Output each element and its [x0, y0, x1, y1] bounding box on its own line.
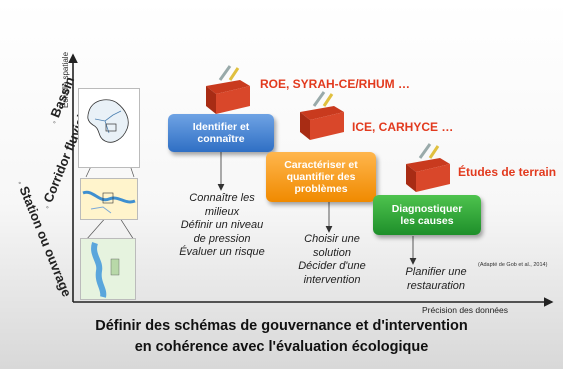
tool-label-2: ICE, CARHYCE …	[352, 120, 454, 134]
detail-line: solution	[313, 246, 351, 259]
details-characterize: Choisir une solution Décider d'une inter…	[282, 233, 382, 287]
corridor-map-image	[82, 190, 136, 214]
x-axis-label: Précision des données	[422, 305, 509, 315]
station-map-image	[91, 242, 120, 298]
tool-label-3: Études de terrain	[458, 165, 557, 179]
detail-line: Décider d'une	[298, 260, 366, 272]
step-label: Diagnostiquer les causes	[391, 203, 463, 227]
detail-line: de pression	[193, 232, 251, 245]
step-diagnose: Diagnostiquer les causes	[373, 195, 481, 235]
detail-line: restauration	[406, 279, 466, 292]
footer-line-1: Définir des schémas de gouvernance et d'…	[95, 318, 468, 334]
detail-line: milieux	[204, 205, 240, 218]
detail-line: intervention	[303, 273, 361, 286]
basin-map	[78, 88, 140, 168]
step-label: Identifier et connaître	[192, 121, 250, 145]
step-label: Caractériser et quantifier des problèmes	[284, 159, 358, 195]
tool-label-1: ROE, SYRAH-CE/RHUM …	[260, 77, 411, 91]
detail-line: Choisir une	[304, 233, 360, 245]
footer-line-2: en cohérence avec l'évaluation écologiqu…	[134, 339, 429, 355]
detail-line: Définir un niveau	[180, 219, 264, 231]
detail-line: Planifier une	[405, 266, 467, 278]
citation: (Adapté de Gob et al., 2014)	[478, 262, 548, 268]
detail-line: Évaluer un risque	[179, 246, 265, 258]
step-characterize: Caractériser et quantifier des problèmes	[266, 152, 376, 202]
details-identify: Connaître les milieux Définir un niveau …	[170, 192, 274, 260]
station-map	[80, 238, 136, 300]
step-connectors	[217, 152, 417, 265]
step-identify: Identifier et connaître	[168, 114, 274, 152]
corridor-map	[80, 178, 138, 220]
detail-line: Connaître les	[189, 192, 255, 204]
basin-map-image	[87, 99, 129, 143]
details-diagnose: Planifier une restauration	[386, 266, 486, 293]
